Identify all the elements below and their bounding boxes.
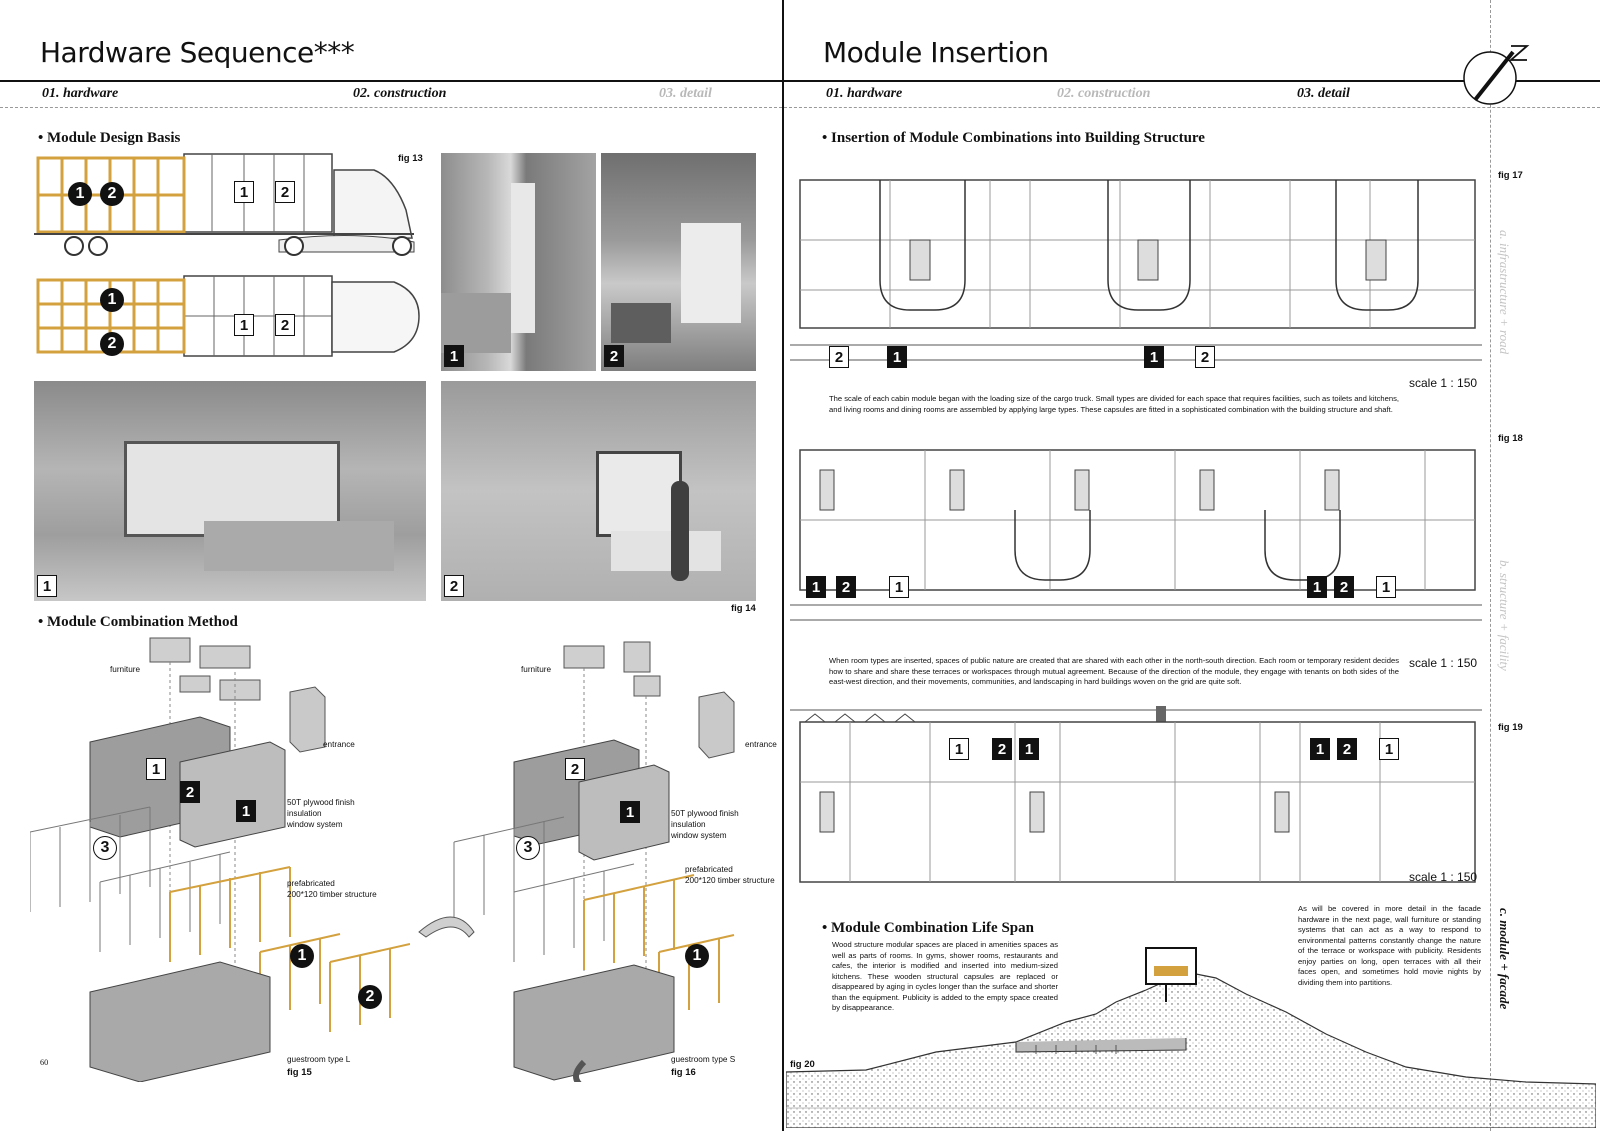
floor-plan-fig17 <box>790 179 1482 361</box>
floor-plan-fig19 <box>790 706 1482 883</box>
badge-circle-3: 3 <box>516 836 540 860</box>
badge-circle-3: 3 <box>93 836 117 860</box>
section-life-span: • Module Combination Life Span <box>822 920 1034 936</box>
badge-square-2: 2 <box>275 181 295 203</box>
right-tab-hardware[interactable]: 01. hardware <box>826 86 903 101</box>
scale-fig18: scale 1 : 150 <box>1409 656 1478 670</box>
badge-square-2: 2 <box>992 738 1012 760</box>
page-divider <box>782 0 784 1131</box>
scale-fig17: scale 1 : 150 <box>1409 376 1478 390</box>
right-margin-rule <box>1490 0 1491 1131</box>
badge-square-2: 2 <box>444 575 464 597</box>
badge-square-1: 1 <box>1019 738 1039 760</box>
section-module-combination-method: • Module Combination Method <box>38 614 238 630</box>
render-corridor: 1 <box>441 153 596 371</box>
anno-l-type: guestroom type L <box>287 1055 351 1064</box>
badge-square-1: 1 <box>1144 346 1164 368</box>
fig17-label: fig 17 <box>1498 170 1523 181</box>
right-page-title: Module Insertion <box>823 36 1049 69</box>
exploded-axon-type-s <box>418 641 735 1082</box>
badge-square-1: 1 <box>234 181 254 203</box>
right-tab-divider <box>784 107 1600 108</box>
anno-l-entrance: entrance <box>323 740 355 749</box>
left-tab-construction[interactable]: 02. construction <box>353 86 447 101</box>
right-tab-detail[interactable]: 03. detail <box>1297 86 1350 101</box>
exploded-axon-type-l <box>30 637 410 1082</box>
badge-circle-2: 2 <box>358 985 382 1009</box>
badge-square-1: 1 <box>889 576 909 598</box>
anno-s-furniture: furniture <box>521 665 552 674</box>
badge-square-1: 1 <box>146 758 166 780</box>
badge-square-1: 1 <box>887 346 907 368</box>
badge-square-2: 2 <box>604 345 624 367</box>
fig20-label: fig 20 <box>790 1059 815 1070</box>
left-tab-divider <box>0 107 782 108</box>
badge-square-1: 1 <box>1310 738 1330 760</box>
page-number: 60 <box>40 1058 49 1067</box>
north-arrow-icon <box>1463 45 1530 105</box>
left-tab-detail[interactable]: 03. detail <box>659 86 712 101</box>
side-label-module: c. module + facade <box>1497 908 1512 1010</box>
paragraph-facade: As will be covered in more detail in the… <box>1298 904 1481 987</box>
badge-square-1: 1 <box>234 314 254 336</box>
fig14-label: fig 14 <box>731 603 756 614</box>
badge-circle-1: 1 <box>68 182 92 206</box>
badge-circle-1: 1 <box>685 944 709 968</box>
badge-circle-2: 2 <box>100 182 124 206</box>
render-living-large: 1 <box>34 381 426 601</box>
floor-plan-fig18 <box>790 449 1482 621</box>
left-tab-hardware[interactable]: 01. hardware <box>42 86 119 101</box>
side-label-infrastructure: a. infrastructure + road <box>1497 230 1512 355</box>
section-module-design-basis: • Module Design Basis <box>38 130 181 146</box>
paragraph-life-span: Wood structure modular spaces are placed… <box>832 940 1058 1012</box>
side-label-structure: b. structure + facility <box>1497 560 1512 671</box>
left-page-title: Hardware Sequence*** <box>40 36 355 69</box>
badge-circle-1: 1 <box>100 288 124 312</box>
badge-square-1: 1 <box>806 576 826 598</box>
anno-l-furniture: furniture <box>110 665 141 674</box>
badge-square-1: 1 <box>1376 576 1396 598</box>
render-bath: 2 <box>601 153 756 371</box>
fig13-label: fig 13 <box>398 153 423 164</box>
badge-square-2: 2 <box>829 346 849 368</box>
right-tab-construction[interactable]: 02. construction <box>1057 86 1151 101</box>
fig19-label: fig 19 <box>1498 722 1523 733</box>
badge-circle-1: 1 <box>290 944 314 968</box>
fig15-label: fig 15 <box>287 1067 312 1078</box>
render-living-small: 2 <box>441 381 756 601</box>
truck-top-view <box>36 275 420 357</box>
badge-square-2: 2 <box>1334 576 1354 598</box>
badge-circle-2: 2 <box>100 332 124 356</box>
scale-fig19: scale 1 : 150 <box>1409 870 1478 884</box>
badge-square-1: 1 <box>236 800 256 822</box>
truck-side-view <box>34 153 415 256</box>
badge-square-2: 2 <box>565 758 585 780</box>
badge-square-1: 1 <box>1307 576 1327 598</box>
anno-s-entrance: entrance <box>745 740 777 749</box>
badge-square-2: 2 <box>180 781 200 803</box>
badge-square-1: 1 <box>1379 738 1399 760</box>
fig16-label: fig 16 <box>671 1067 696 1078</box>
fig18-label: fig 18 <box>1498 433 1523 444</box>
badge-square-2: 2 <box>275 314 295 336</box>
paragraph-room-types: When room types are inserted, spaces of … <box>829 656 1399 686</box>
anno-s-type: guestroom type S <box>671 1055 736 1064</box>
badge-square-1: 1 <box>37 575 57 597</box>
badge-square-1: 1 <box>444 345 464 367</box>
site-section-fig20 <box>786 947 1596 1128</box>
section-insertion: • Insertion of Module Combinations into … <box>822 130 1205 146</box>
right-header-rule <box>784 80 1600 82</box>
badge-square-1: 1 <box>620 801 640 823</box>
paragraph-module-scale: The scale of each cabin module began wit… <box>829 394 1399 414</box>
badge-square-2: 2 <box>1337 738 1357 760</box>
badge-square-2: 2 <box>836 576 856 598</box>
left-header-rule <box>0 80 782 82</box>
badge-square-2: 2 <box>1195 346 1215 368</box>
badge-square-1: 1 <box>949 738 969 760</box>
